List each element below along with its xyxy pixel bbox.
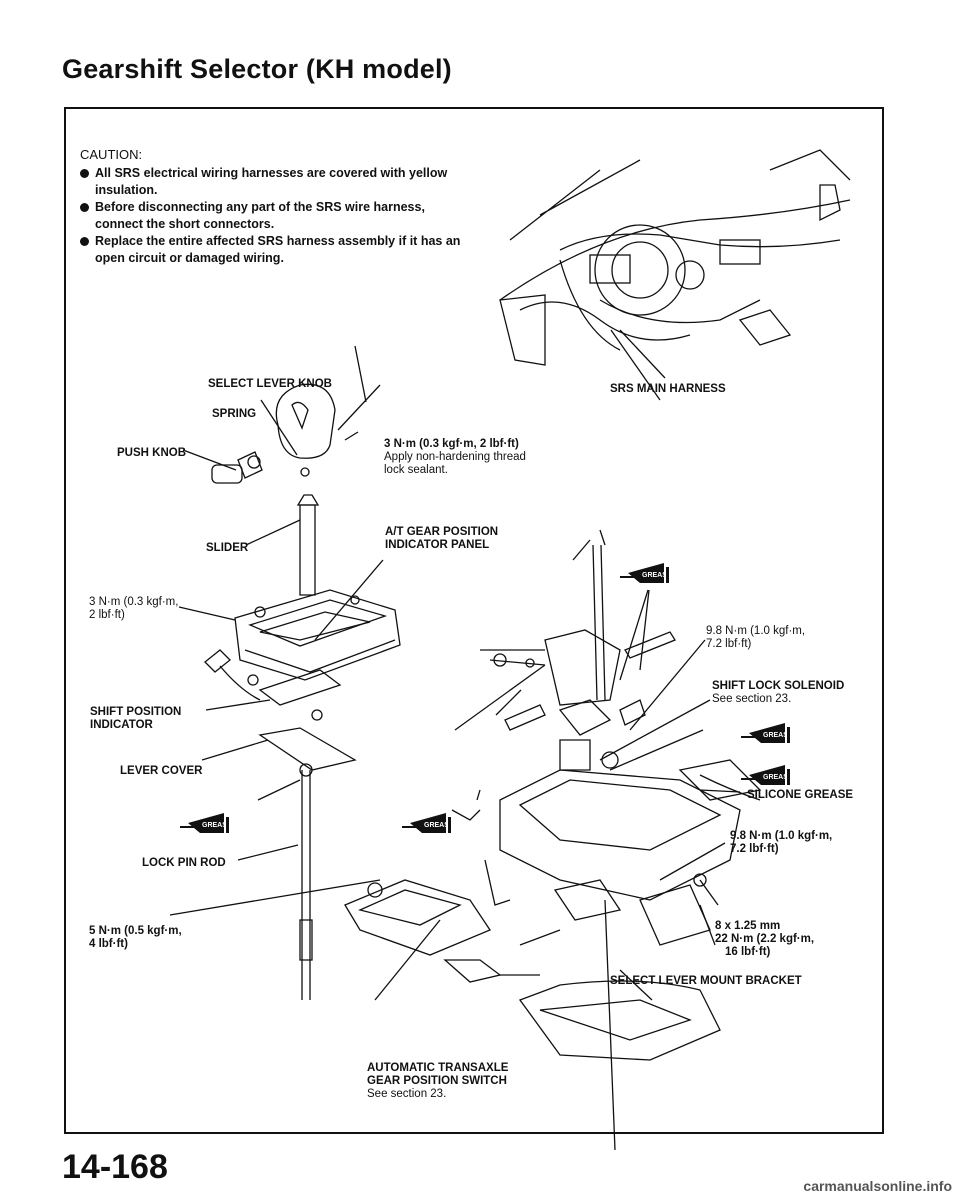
label-knob-torque: 3 N·m (0.3 kgf·m, 2 lbf·ft) Apply non-ha…: [384, 438, 526, 476]
page-title: Gearshift Selector (KH model): [62, 54, 452, 84]
gear-position-switch: [344, 879, 491, 956]
knob-parts: [211, 383, 359, 596]
caution-item: Replace the entire affected SRS harness …: [80, 233, 470, 267]
label-srs-main-harness: SRS MAIN HARNESS: [610, 383, 726, 395]
caution-item: Before disconnecting any part of the SRS…: [80, 199, 470, 233]
label-indicator-panel: A/T GEAR POSITION INDICATOR PANEL: [385, 526, 499, 551]
grease-symbols: GREASE GREASE GREASE GREASE GREASE: [180, 563, 793, 833]
caution-list: All SRS electrical wiring harnesses are …: [80, 165, 470, 267]
svg-text:GREASE: GREASE: [202, 822, 232, 829]
figure-frame: [64, 107, 884, 1134]
label-shift-lock-solenoid: SHIFT LOCK SOLENOID See section 23.: [712, 680, 845, 705]
caution-item: All SRS electrical wiring harnesses are …: [80, 165, 470, 199]
label-slider: SLIDER: [206, 542, 249, 554]
label-spring: SPRING: [212, 408, 257, 420]
caution-block: CAUTION: All SRS electrical wiring harne…: [80, 146, 470, 267]
caution-heading: CAUTION:: [80, 147, 143, 162]
lock-pin-rod: [299, 763, 313, 1000]
page-number: 14-168: [62, 1148, 168, 1186]
svg-text:GREASE: GREASE: [763, 732, 793, 739]
svg-text:GREASE: GREASE: [763, 774, 793, 781]
label-panel-torque: 3 N·m (0.3 kgf·m,2 lbf·ft): [89, 596, 179, 621]
label-lever-cover: LEVER COVER: [120, 765, 203, 777]
label-switch-torque: 5 N·m (0.5 kgf·m,4 lbf·ft): [89, 925, 182, 950]
label-lock-pin-rod: LOCK PIN ROD: [142, 857, 226, 869]
label-torque-98-a: 9.8 N·m (1.0 kgf·m,7.2 lbf·ft): [706, 625, 806, 650]
svg-text:GREASE: GREASE: [424, 822, 454, 829]
svg-text:GREASE: GREASE: [642, 572, 672, 579]
lever-cover: [258, 727, 357, 771]
dashboard-sketch: [499, 149, 851, 401]
label-silicone-grease: SILICONE GREASE: [747, 789, 854, 801]
label-push-knob: PUSH KNOB: [117, 447, 187, 459]
shift-lever-mechanism: [443, 544, 762, 1151]
label-mount-bracket: SELECT LEVER MOUNT BRACKET: [610, 975, 802, 987]
label-select-lever-knob: SELECT LEVER KNOB: [208, 378, 332, 390]
watermark-footer: carmanualsonline.info: [803, 1178, 952, 1194]
label-torque-98-b: 9.8 N·m (1.0 kgf·m,7.2 lbf·ft): [730, 830, 833, 855]
indicator-panel: [204, 589, 401, 721]
